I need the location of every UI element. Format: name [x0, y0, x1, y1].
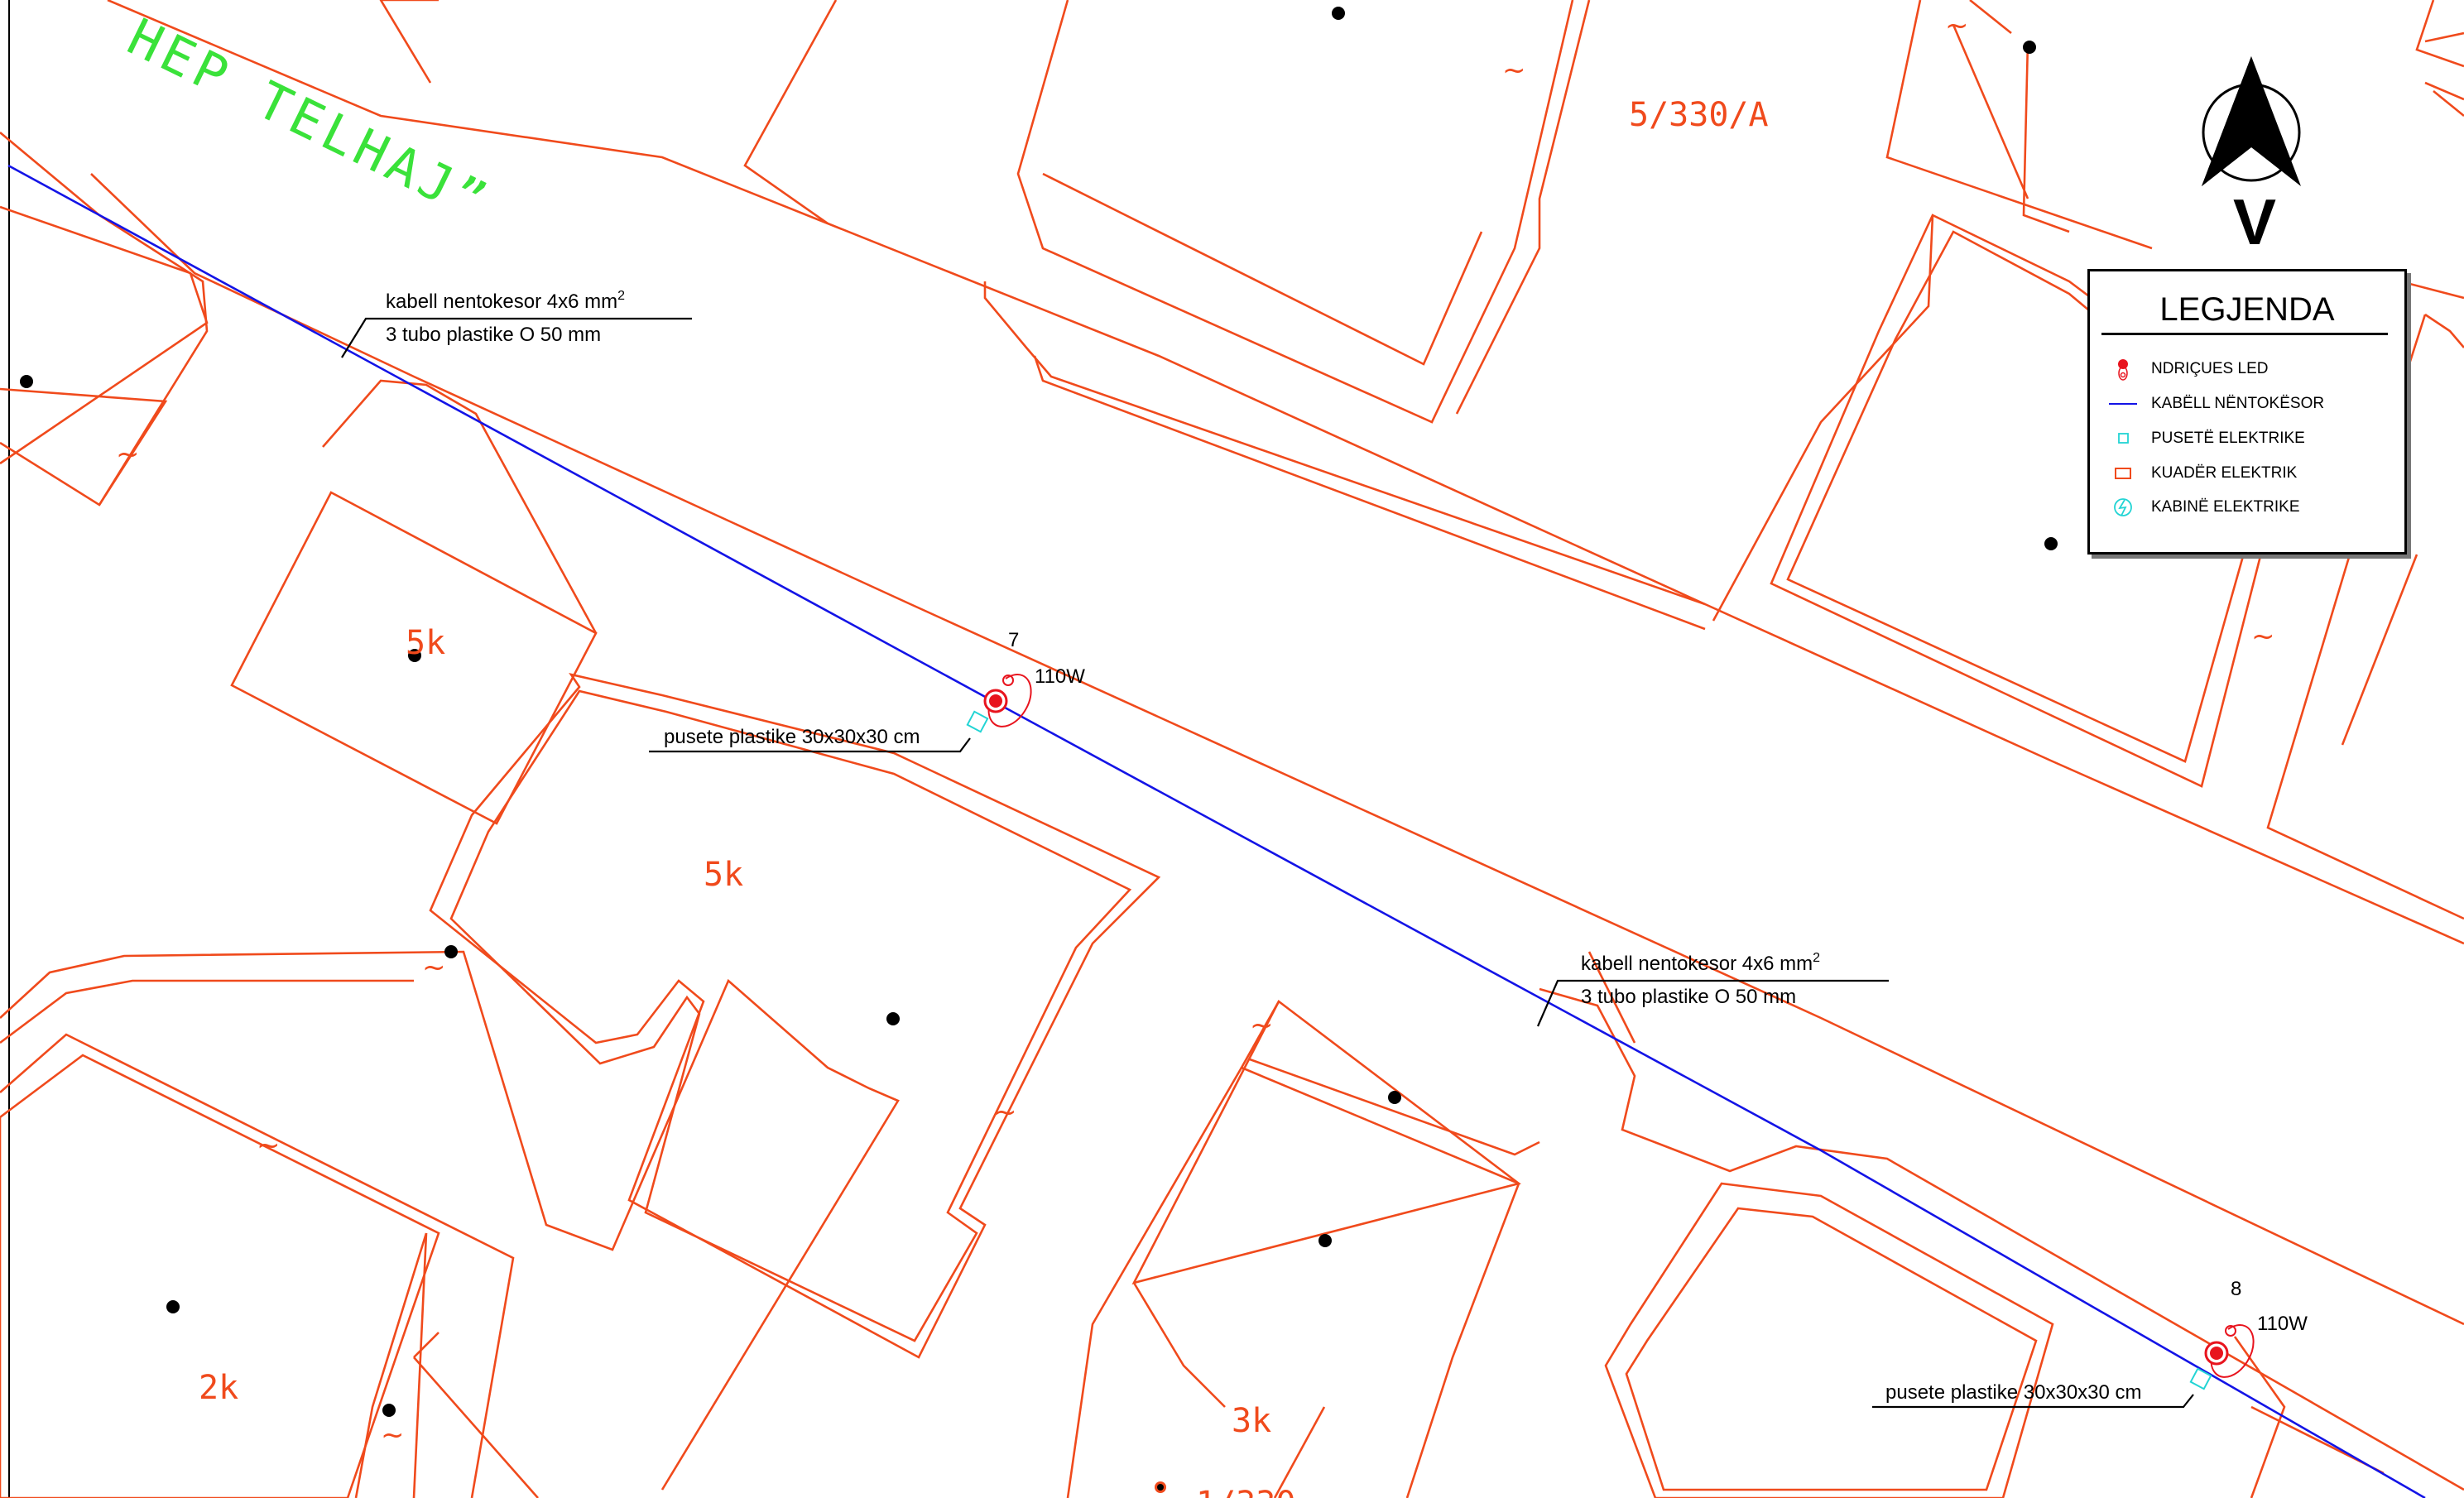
- cable-tubes-text: 3 tubo plastike O 50 mm: [1581, 986, 1796, 1008]
- svg-text:~: ~: [116, 438, 140, 471]
- light-number: 7: [1008, 629, 1019, 651]
- cable-tubes-text: 3 tubo plastike O 50 mm: [386, 324, 601, 346]
- svg-text:~: ~: [1250, 1009, 1274, 1042]
- map-legend: LEGJENDA NDRIÇUES LED KABËLL NËNTOKËSOR …: [2087, 269, 2407, 555]
- led-light-icon: [2106, 357, 2140, 382]
- legend-item-electrical-cabin: KABINË ELEKTRIKE: [2106, 495, 2300, 520]
- legend-item-electrical-panel: KUADËR ELEKTRIK: [2106, 461, 2297, 486]
- svg-text:kabell nentokesor 4x6 mm2: kabell nentokesor 4x6 mm2: [1581, 951, 1820, 975]
- cable-spec-text: kabell nentokesor 4x6 mm: [386, 290, 617, 313]
- cable-spec-superscript: 2: [1813, 951, 1820, 965]
- manhole-label: pusete plastike 30x30x30 cm: [664, 726, 920, 748]
- legend-item-label: NDRIÇUES LED: [2151, 360, 2269, 377]
- svg-text:~: ~: [381, 1419, 405, 1452]
- legend-item-manhole: PUSETË ELEKTRIKE: [2106, 426, 2305, 451]
- parcel-label: 5/330/A: [1629, 96, 1769, 134]
- svg-text:~: ~: [257, 1129, 281, 1162]
- boundary-markers: ~ ~ ~ ~ ~ ~ ~ ~ ~: [116, 9, 2275, 1452]
- parcel-label: 3k: [1232, 1402, 1271, 1440]
- cable-annotation-2: kabell nentokesor 4x6 mm2 3 tubo plastik…: [1536, 951, 1889, 1027]
- cable-spec-text: kabell nentokesor 4x6 mm: [1581, 953, 1813, 975]
- legend-title: LEGJENDA: [2159, 291, 2335, 328]
- legend-item-underground-cable: KABËLL NËNTOKËSOR: [2106, 391, 2324, 416]
- svg-text:kabell nentokesor 4x6 mm2: kabell nentokesor 4x6 mm2: [386, 289, 625, 313]
- underground-cable-line: [7, 164, 2426, 1498]
- svg-text:~: ~: [993, 1096, 1017, 1129]
- light-power: 110W: [1035, 665, 1085, 688]
- north-label: V: [2233, 185, 2276, 258]
- legend-item-led-light: NDRIÇUES LED: [2106, 357, 2268, 382]
- light-number: 8: [2231, 1278, 2241, 1300]
- parcel-label: 5k: [406, 624, 445, 662]
- legend-divider: [2101, 333, 2388, 335]
- underground-cable-icon: [2106, 391, 2140, 416]
- parcel-label: 5k: [704, 856, 743, 894]
- legend-item-label: KABËLL NËNTOKËSOR: [2151, 395, 2325, 412]
- electrical-cabin-icon: [2106, 495, 2140, 520]
- svg-text:~: ~: [1945, 9, 1969, 42]
- led-light-7: 7 110W pusete plastike 30x30x30 cm: [649, 629, 1085, 753]
- parcel-label: 2k: [199, 1369, 238, 1407]
- legend-item-label: KUADËR ELEKTRIK: [2151, 464, 2298, 482]
- cable-spec-superscript: 2: [617, 289, 625, 303]
- svg-text:~: ~: [1502, 54, 1526, 87]
- svg-text:~: ~: [422, 951, 446, 984]
- legend-item-label: KABINË ELEKTRIKE: [2151, 498, 2300, 516]
- north-arrow: V: [2202, 56, 2301, 258]
- survey-points: [20, 7, 2058, 1493]
- parcel-label: 1/330: [1196, 1485, 1295, 1498]
- light-power: 110W: [2257, 1313, 2308, 1335]
- manhole-icon: [2106, 426, 2140, 451]
- manhole-label: pusete plastike 30x30x30 cm: [1885, 1381, 2142, 1404]
- electrical-panel-icon: [2106, 461, 2140, 486]
- led-light-8: 8 110W pusete plastike 30x30x30 cm: [1872, 1278, 2308, 1409]
- svg-text:~: ~: [2251, 620, 2275, 653]
- legend-item-label: PUSETË ELEKTRIKE: [2151, 430, 2305, 447]
- cable-annotation-1: kabell nentokesor 4x6 mm2 3 tubo plastik…: [341, 289, 692, 358]
